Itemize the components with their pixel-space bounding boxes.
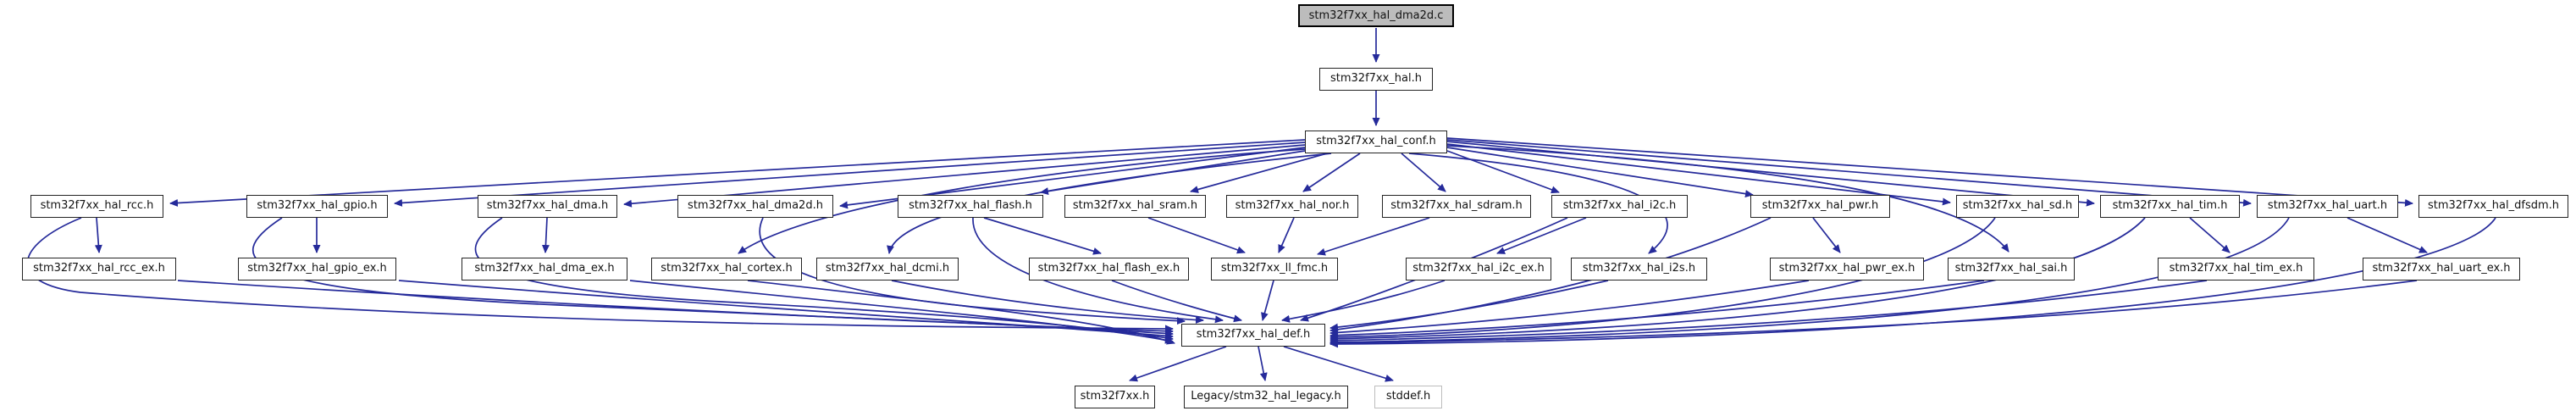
node-stm32f7xx-hal-uart-ex-h[interactable]: stm32f7xx_hal_uart_ex.h	[2363, 258, 2520, 280]
node-stm32f7xx-hal-h[interactable]: stm32f7xx_hal.h	[1319, 68, 1433, 91]
node-stddef-h: stddef.h	[1374, 386, 1442, 408]
node-stm32f7xx-hal-flash-ex-h[interactable]: stm32f7xx_hal_flash_ex.h	[1029, 258, 1189, 280]
node-stm32f7xx-hal-dma2d-h[interactable]: stm32f7xx_hal_dma2d.h	[677, 195, 833, 218]
node-stm32f7xx-hal-dcmi-h[interactable]: stm32f7xx_hal_dcmi.h	[816, 258, 959, 280]
node-stm32f7xx-hal-sd-h[interactable]: stm32f7xx_hal_sd.h	[1956, 195, 2079, 218]
node-stm32f7xx-hal-dma-ex-h[interactable]: stm32f7xx_hal_dma_ex.h	[462, 258, 627, 280]
node-stm32f7xx-hal-sram-h[interactable]: stm32f7xx_hal_sram.h	[1064, 195, 1206, 218]
node-stm32f7xx-hal-cortex-h[interactable]: stm32f7xx_hal_cortex.h	[651, 258, 802, 280]
node-stm32f7xx-hal-pwr-h[interactable]: stm32f7xx_hal_pwr.h	[1750, 195, 1890, 218]
node-stm32f7xx-hal-sai-h[interactable]: stm32f7xx_hal_sai.h	[1948, 258, 2075, 280]
node-stm32f7xx-hal-sdram-h[interactable]: stm32f7xx_hal_sdram.h	[1382, 195, 1531, 218]
node-stm32f7xx-hal-tim-ex-h[interactable]: stm32f7xx_hal_tim_ex.h	[2158, 258, 2314, 280]
node-stm32f7xx-hal-pwr-ex-h[interactable]: stm32f7xx_hal_pwr_ex.h	[1770, 258, 1924, 280]
node-stm32f7xx-hal-gpio-h[interactable]: stm32f7xx_hal_gpio.h	[246, 195, 388, 218]
node-stm32f7xx-hal-dfsdm-h[interactable]: stm32f7xx_hal_dfsdm.h	[2418, 195, 2568, 218]
node-stm32f7xx-h[interactable]: stm32f7xx.h	[1075, 386, 1155, 408]
node-stm32f7xx-hal-dma2d-c[interactable]: stm32f7xx_hal_dma2d.c	[1298, 4, 1454, 27]
node-stm32f7xx-hal-rcc-ex-h[interactable]: stm32f7xx_hal_rcc_ex.h	[22, 258, 176, 280]
node-stm32f7xx-hal-flash-h[interactable]: stm32f7xx_hal_flash.h	[898, 195, 1043, 218]
node-stm32f7xx-hal-i2c-ex-h[interactable]: stm32f7xx_hal_i2c_ex.h	[1406, 258, 1551, 280]
node-stm32f7xx-ll-fmc-h[interactable]: stm32f7xx_ll_fmc.h	[1211, 258, 1338, 280]
node-stm32f7xx-hal-def-h[interactable]: stm32f7xx_hal_def.h	[1181, 324, 1325, 347]
node-stm32f7xx-hal-gpio-ex-h[interactable]: stm32f7xx_hal_gpio_ex.h	[238, 258, 396, 280]
node-legacy-stm32-hal-legacy-h[interactable]: Legacy/stm32_hal_legacy.h	[1184, 386, 1348, 408]
node-stm32f7xx-hal-i2s-h[interactable]: stm32f7xx_hal_i2s.h	[1571, 258, 1707, 280]
node-stm32f7xx-hal-i2c-h[interactable]: stm32f7xx_hal_i2c.h	[1551, 195, 1688, 218]
node-stm32f7xx-hal-dma-h[interactable]: stm32f7xx_hal_dma.h	[478, 195, 617, 218]
node-stm32f7xx-hal-nor-h[interactable]: stm32f7xx_hal_nor.h	[1226, 195, 1358, 218]
node-stm32f7xx-hal-uart-h[interactable]: stm32f7xx_hal_uart.h	[2257, 195, 2398, 218]
node-stm32f7xx-hal-rcc-h[interactable]: stm32f7xx_hal_rcc.h	[30, 195, 163, 218]
node-stm32f7xx-hal-conf-h[interactable]: stm32f7xx_hal_conf.h	[1305, 131, 1447, 153]
node-stm32f7xx-hal-tim-h[interactable]: stm32f7xx_hal_tim.h	[2100, 195, 2240, 218]
